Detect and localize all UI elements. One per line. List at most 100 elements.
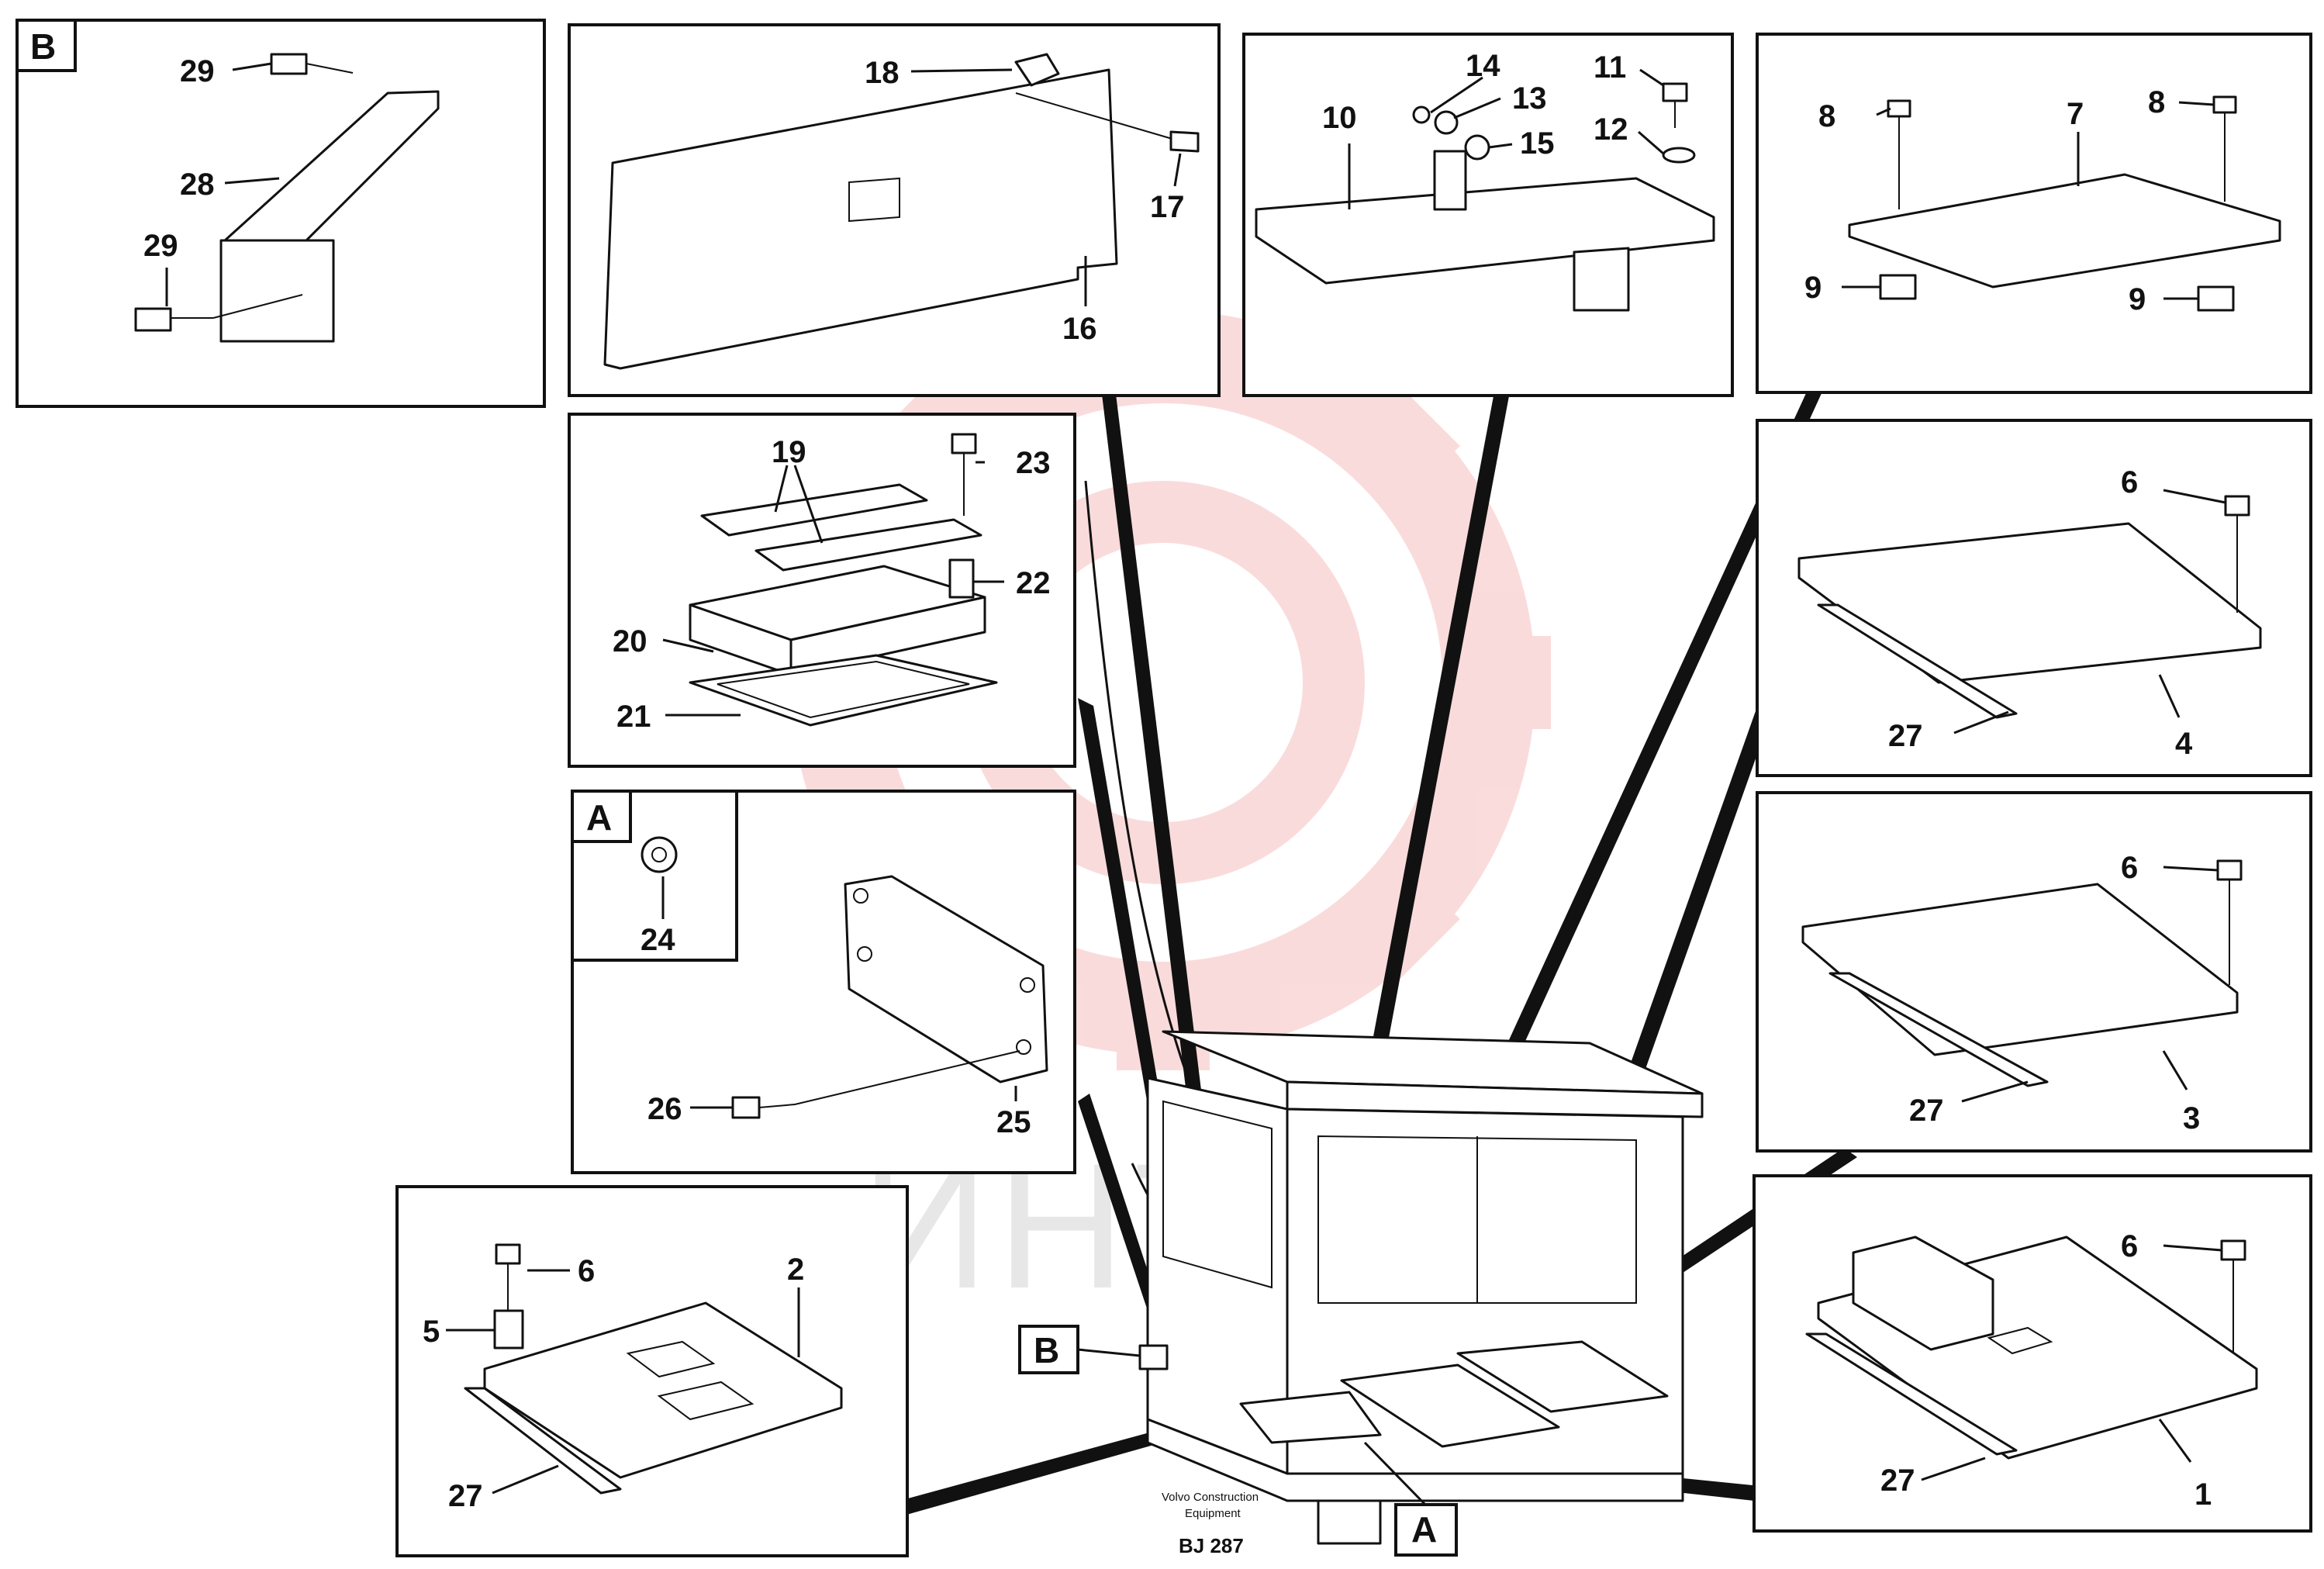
callout-27-r2: 27 (1909, 1094, 1944, 1128)
nut-14 (1412, 105, 1431, 124)
cab-ref-a: A (1363, 1441, 1458, 1557)
callout-27-r1: 27 (1888, 719, 1923, 753)
callout-28: 28 (180, 168, 215, 202)
spacer-5 (493, 1309, 524, 1350)
callout-3: 3 (2183, 1101, 2200, 1135)
screw-8-left (1887, 99, 1911, 209)
callout-4: 4 (2175, 727, 2193, 761)
callout-11: 11 (1594, 50, 1626, 85)
spacer-22 (948, 558, 975, 599)
callout-24: 24 (641, 923, 675, 957)
cab-roof-edge (1286, 1080, 1704, 1118)
callout-17: 17 (1150, 190, 1185, 224)
strip-19-upper (700, 483, 928, 537)
ref-a-label: A (1411, 1509, 1437, 1550)
callout-7: 7 (2067, 97, 2084, 131)
bolt-11 (1662, 82, 1688, 128)
rail-27-r3 (1805, 1332, 2018, 1456)
bolt-6-left (495, 1243, 521, 1311)
drawing-code: BJ 287 (1179, 1534, 1244, 1557)
callout-6-r2: 6 (2121, 851, 2138, 885)
credit-block: Volvo Construction Equipment BJ 287 (1162, 1491, 1259, 1557)
callout-29-top: 29 (180, 54, 215, 88)
bolt-23 (951, 433, 977, 516)
callout-23: 23 (1016, 446, 1051, 480)
callout-29-bottom: 29 (143, 229, 178, 263)
callout-18: 18 (865, 56, 900, 90)
console-plate-10 (1255, 177, 1715, 285)
callout-9-left: 9 (1804, 271, 1822, 305)
callout-22: 22 (1016, 566, 1051, 600)
callout-8-left: 8 (1818, 99, 1835, 133)
screw-17 (1169, 130, 1200, 153)
callout-8-right: 8 (2148, 85, 2165, 119)
callout-1: 1 (2195, 1477, 2212, 1512)
callout-12: 12 (1594, 112, 1628, 147)
cab-base (1146, 1418, 1684, 1502)
ref-b-label: B (1034, 1330, 1059, 1370)
callout-14: 14 (1466, 49, 1500, 83)
detail-panel-console: 10 14 13 15 11 12 (1242, 33, 1734, 397)
detail-panel-b: B 29 28 29 (16, 19, 546, 408)
clip-9-right (2197, 285, 2235, 312)
callout-6-r3: 6 (2121, 1229, 2138, 1263)
detail-panel-roof-plate: 7 8 8 9 9 (1756, 33, 2312, 394)
callout-19: 19 (772, 435, 806, 469)
clip-18 (1014, 53, 1060, 87)
callout-27-r3: 27 (1880, 1464, 1915, 1498)
ref-a-leader (1363, 1441, 1427, 1506)
bolt-29-bottom (134, 294, 303, 332)
pedal-bracket (1852, 1236, 1994, 1351)
ref-a-box (1394, 1503, 1458, 1557)
callout-16: 16 (1062, 312, 1097, 346)
callout-6-r1: 6 (2121, 465, 2138, 499)
detail-panel-floor-2: 6 5 2 27 (395, 1185, 909, 1557)
detail-panel-side-cover: 18 17 16 (568, 23, 1221, 397)
cover-plate-25 (844, 875, 1048, 1083)
cab-front-window (1317, 1135, 1637, 1304)
detail-panel-floor-4: 6 4 27 (1756, 419, 2312, 777)
floor-plate-1 (1340, 1363, 1560, 1448)
rail-27-r1 (1817, 603, 2018, 719)
detail-panel-floor-3: 6 3 27 (1756, 791, 2312, 1153)
cab-assembly (1146, 1030, 1704, 1545)
washer-13 (1434, 110, 1459, 135)
side-cover-window (848, 177, 900, 223)
ref-b-bracket (1138, 1344, 1169, 1370)
detail-panel-floor-1: 6 1 27 (1752, 1174, 2312, 1533)
strip-19-lower (755, 518, 982, 572)
console-bracket (1573, 247, 1630, 312)
cab-side-window (1162, 1100, 1273, 1289)
callout-5: 5 (423, 1315, 440, 1349)
callout-6-left: 6 (578, 1254, 595, 1288)
cab-step (1317, 1499, 1382, 1545)
callout-25: 25 (996, 1105, 1031, 1139)
bracket-28-foot (219, 239, 335, 343)
panel-b-tag-label: B (30, 26, 56, 67)
washer-12 (1662, 147, 1696, 164)
panel-b-tag (16, 19, 77, 72)
console-mount (1433, 150, 1467, 211)
panel-a-tag (571, 790, 632, 843)
floor-plate-4-part (1797, 522, 2262, 684)
callout-20: 20 (613, 624, 647, 658)
callout-21: 21 (616, 700, 651, 734)
callout-2: 2 (787, 1253, 804, 1287)
callout-26: 26 (647, 1092, 682, 1126)
rail-27-left (464, 1387, 622, 1495)
gasket-21-inner (717, 660, 970, 719)
bolt-6-r1 (2224, 495, 2250, 613)
cab-roof (1162, 1030, 1704, 1095)
manufacturer-line-2: Equipment (1185, 1507, 1241, 1520)
floor-plate-2-cutout-b (657, 1381, 755, 1421)
manufacturer-line-1: Volvo Construction (1162, 1491, 1259, 1504)
side-cover-16 (603, 68, 1118, 370)
grommet-24 (641, 836, 678, 873)
plate-7 (1848, 173, 2281, 289)
floor-plate-2-cutout-a (626, 1340, 716, 1378)
nut-15 (1464, 134, 1490, 161)
callout-27-bl: 27 (448, 1479, 483, 1513)
floor-plate-2 (1456, 1340, 1669, 1413)
block-20-side (789, 596, 986, 676)
